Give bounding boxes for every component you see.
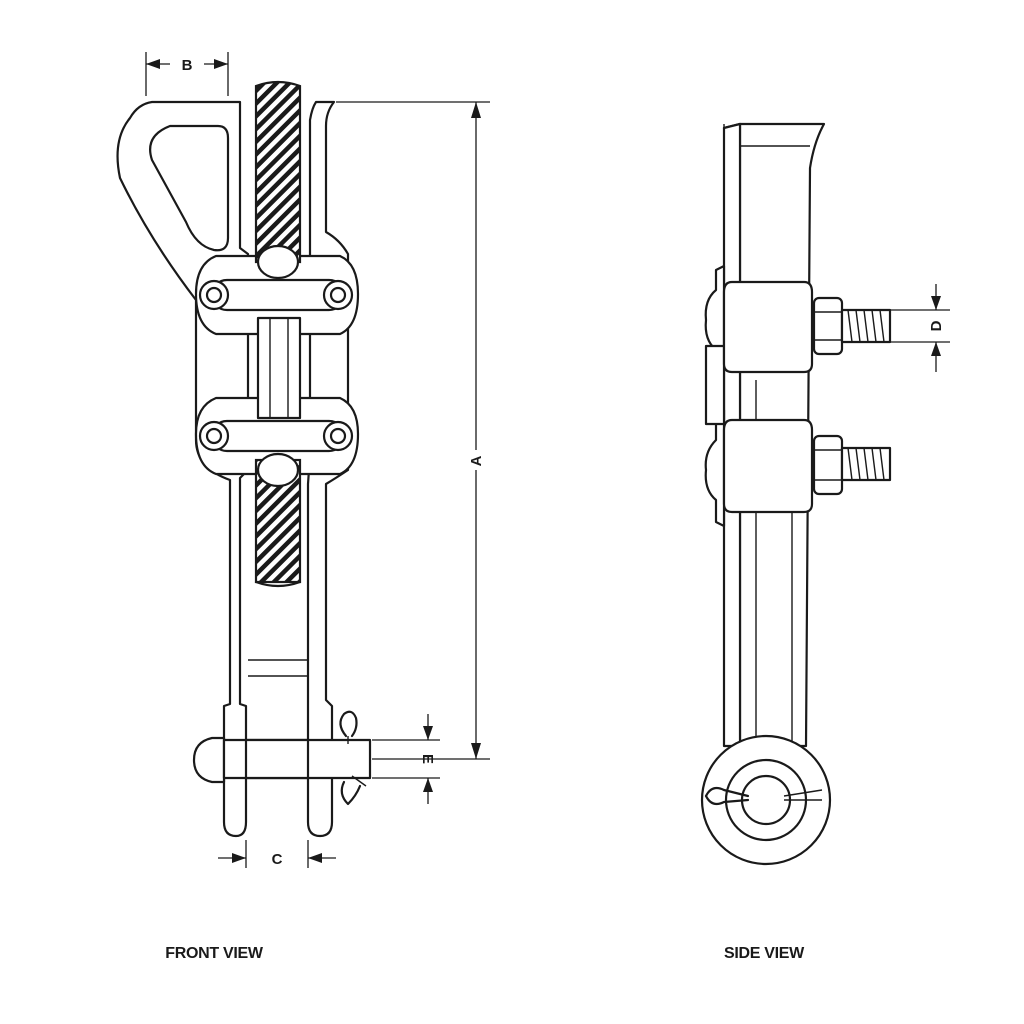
conductor-cable-end: [254, 580, 302, 588]
dimension-c-label: C: [272, 851, 283, 868]
dimension-b-label: B: [182, 57, 193, 74]
dimension-b: B: [145, 52, 229, 96]
front-view: A B C E: [116, 52, 490, 962]
clevis-pin-head: [192, 736, 226, 784]
lower-bolt-bottom-nub: [256, 452, 300, 488]
side-upper-nut: [812, 296, 844, 356]
dimension-c: C: [218, 840, 336, 868]
side-cotter-pin: [704, 786, 823, 806]
dimension-e: E: [372, 714, 440, 804]
dimension-e-label: E: [419, 754, 436, 764]
front-view-label: FRONT VIEW: [165, 945, 264, 962]
cotter-pin: [339, 710, 367, 806]
conductor-cable-upper: [254, 80, 302, 264]
side-keeper-lower: [704, 408, 726, 528]
side-lower-bolt-housing: [722, 418, 814, 514]
hook-opening: [149, 124, 230, 252]
side-view: D SIDE VIEW: [700, 122, 950, 962]
side-pin-end: [740, 774, 792, 826]
dimension-d: D: [890, 284, 950, 372]
dimension-a: A: [336, 101, 490, 760]
upper-bolt-top-nub: [256, 244, 300, 280]
dimension-d-label: D: [928, 320, 945, 331]
keeper-block: [256, 316, 302, 420]
side-view-label: SIDE VIEW: [724, 945, 805, 962]
side-upper-bolt-housing: [722, 280, 814, 374]
side-lower-nut: [812, 434, 844, 496]
dimension-a-label: A: [468, 455, 485, 466]
